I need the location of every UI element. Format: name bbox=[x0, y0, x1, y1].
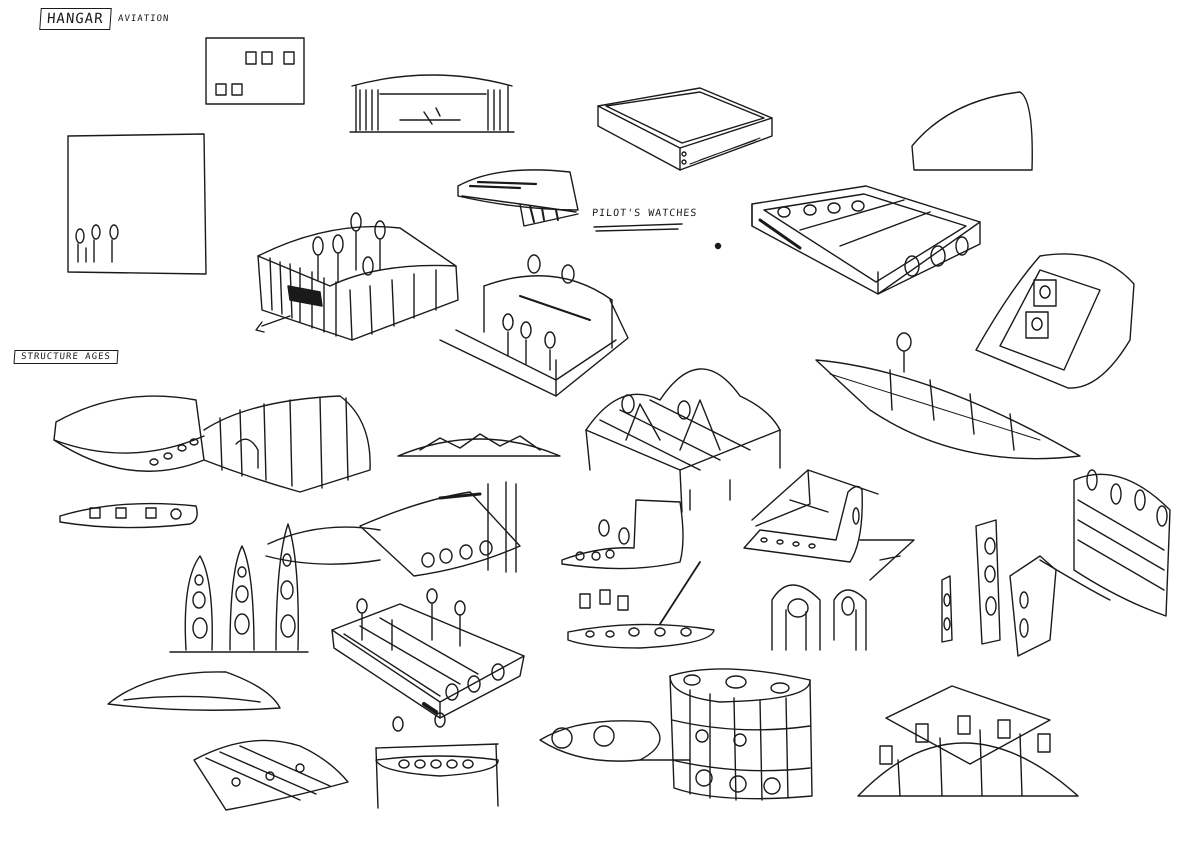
sketch-oval-rings bbox=[540, 721, 690, 761]
ink-dot bbox=[716, 244, 721, 249]
sketch-arched-truss bbox=[398, 434, 560, 456]
sketch-layout-thumbnail bbox=[206, 38, 304, 104]
sketch-curved-lounge bbox=[744, 470, 914, 580]
sketch-bubble-structure bbox=[54, 396, 370, 492]
sketch-flat-wing bbox=[816, 333, 1080, 459]
sketch-tall-towers bbox=[170, 524, 308, 652]
pilots-watches-underline bbox=[594, 224, 682, 231]
sketch-watch-wall bbox=[1040, 470, 1170, 616]
sketch-flat-box bbox=[598, 88, 772, 170]
sketch-boot-bench bbox=[562, 500, 683, 569]
sketch-hangar-elevation bbox=[350, 75, 514, 132]
sketch-long-case bbox=[752, 186, 980, 294]
sketch-cabinet-elevation bbox=[376, 713, 498, 808]
sketch-tower-panels bbox=[942, 520, 1056, 656]
sketch-arch-frames bbox=[772, 585, 866, 650]
sketch-poster-frame bbox=[68, 134, 206, 274]
sketch-cylinder-display bbox=[670, 669, 812, 800]
sketch-small-hangar bbox=[458, 170, 578, 226]
sketch-open-hangar bbox=[440, 255, 628, 396]
sketch-oval-bench bbox=[568, 562, 714, 648]
sketch-hangar-perspective bbox=[256, 213, 458, 340]
sketch-wave-canopy bbox=[194, 740, 348, 810]
sketch-oval-tray bbox=[60, 504, 197, 528]
sketch-tilted-panel bbox=[976, 254, 1134, 388]
sketch-ribbed-tray bbox=[332, 589, 524, 718]
sketch-dome-pavilion bbox=[858, 686, 1078, 796]
sketch-swept-wing bbox=[266, 482, 520, 576]
sketch-curved-panel bbox=[912, 92, 1032, 170]
sketch-wavy-roof bbox=[586, 369, 780, 512]
sketch-saucer bbox=[108, 672, 280, 710]
